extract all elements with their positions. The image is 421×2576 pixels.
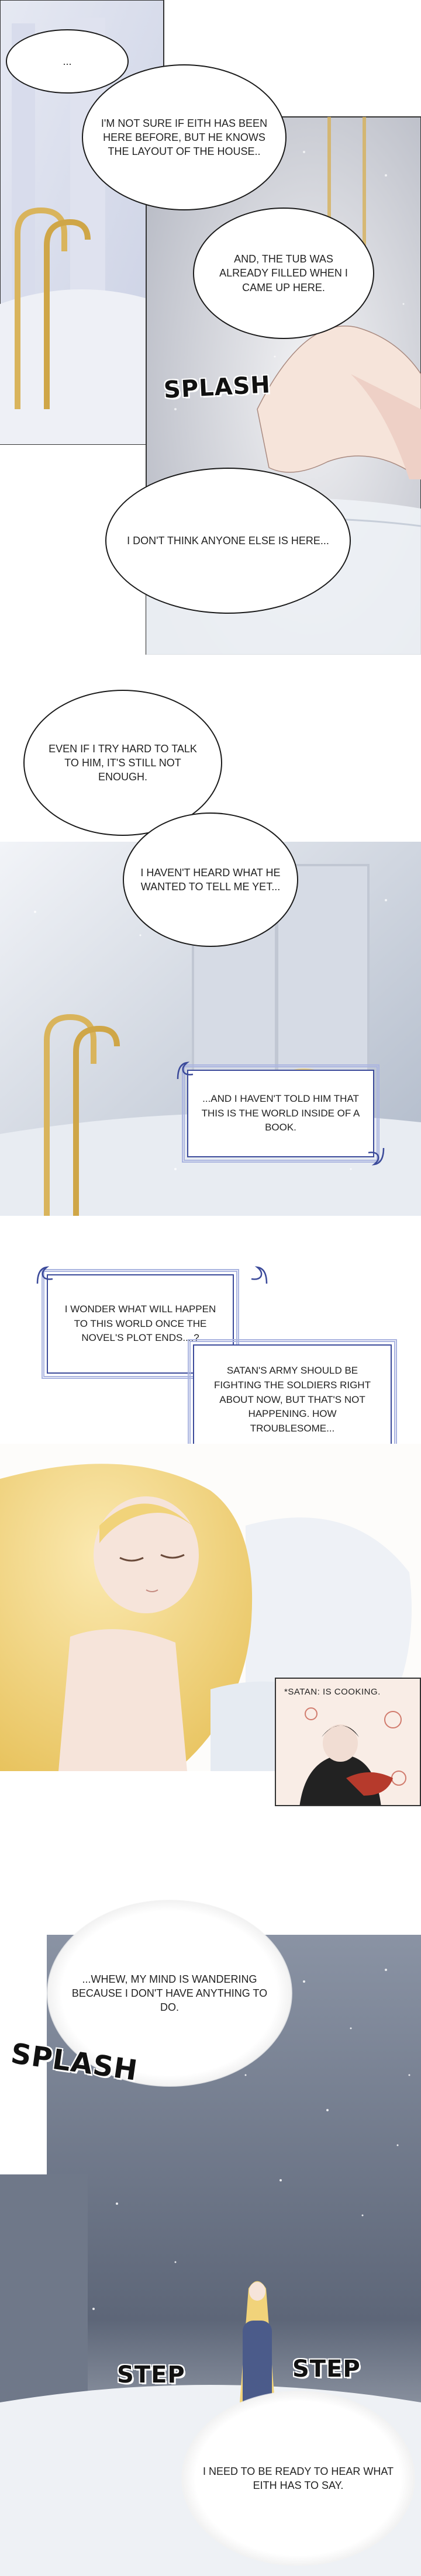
panel-satan-cooking: *Satan: is cooking. bbox=[275, 1678, 421, 1806]
sfx-splash-1: SPLASH bbox=[163, 371, 271, 404]
flourish-ornament-icon bbox=[36, 1266, 53, 1284]
thought-burst-8: I need to be ready to hear what Eith has… bbox=[181, 2391, 415, 2566]
sfx-step-1: STEP bbox=[117, 2361, 185, 2388]
thought-burst-7: ...Whew, my mind is wandering because I … bbox=[47, 1900, 292, 2087]
flourish-ornament-icon bbox=[251, 1266, 268, 1284]
flourish-ornament-icon bbox=[368, 1147, 385, 1166]
speech-bubble-5: Even if I try hard to talk to him, it's … bbox=[23, 690, 222, 836]
speech-bubble-1: ... bbox=[6, 29, 129, 94]
panel-bathroom-window: Even if I try hard to talk to him, it's … bbox=[0, 690, 421, 1216]
satan-cooking-note: *Satan: is cooking. bbox=[284, 1687, 381, 1697]
satan-cooking-art bbox=[276, 1679, 420, 1805]
speech-bubble-2: I'm not sure if Eith has been here befor… bbox=[82, 64, 287, 210]
panel-bathroom-top: ... I'm not sure if Eith has been here b… bbox=[0, 0, 421, 655]
narration-box-3: Satan's army should be fighting the sold… bbox=[188, 1339, 397, 1461]
panel-night-scene: ...Whew, my mind is wandering because I … bbox=[0, 1900, 421, 2576]
thought-bubble-4: I don't think anyone else is here... bbox=[105, 468, 351, 614]
sfx-step-2: STEP bbox=[292, 2356, 361, 2383]
speech-bubble-3: And, the tub was already filled when I c… bbox=[193, 208, 374, 339]
narration-box-1: ...And I haven't told him that this is t… bbox=[182, 1064, 379, 1163]
flourish-ornament-icon bbox=[177, 1061, 194, 1080]
speech-bubble-6: I haven't heard what he wanted to tell m… bbox=[123, 812, 298, 947]
